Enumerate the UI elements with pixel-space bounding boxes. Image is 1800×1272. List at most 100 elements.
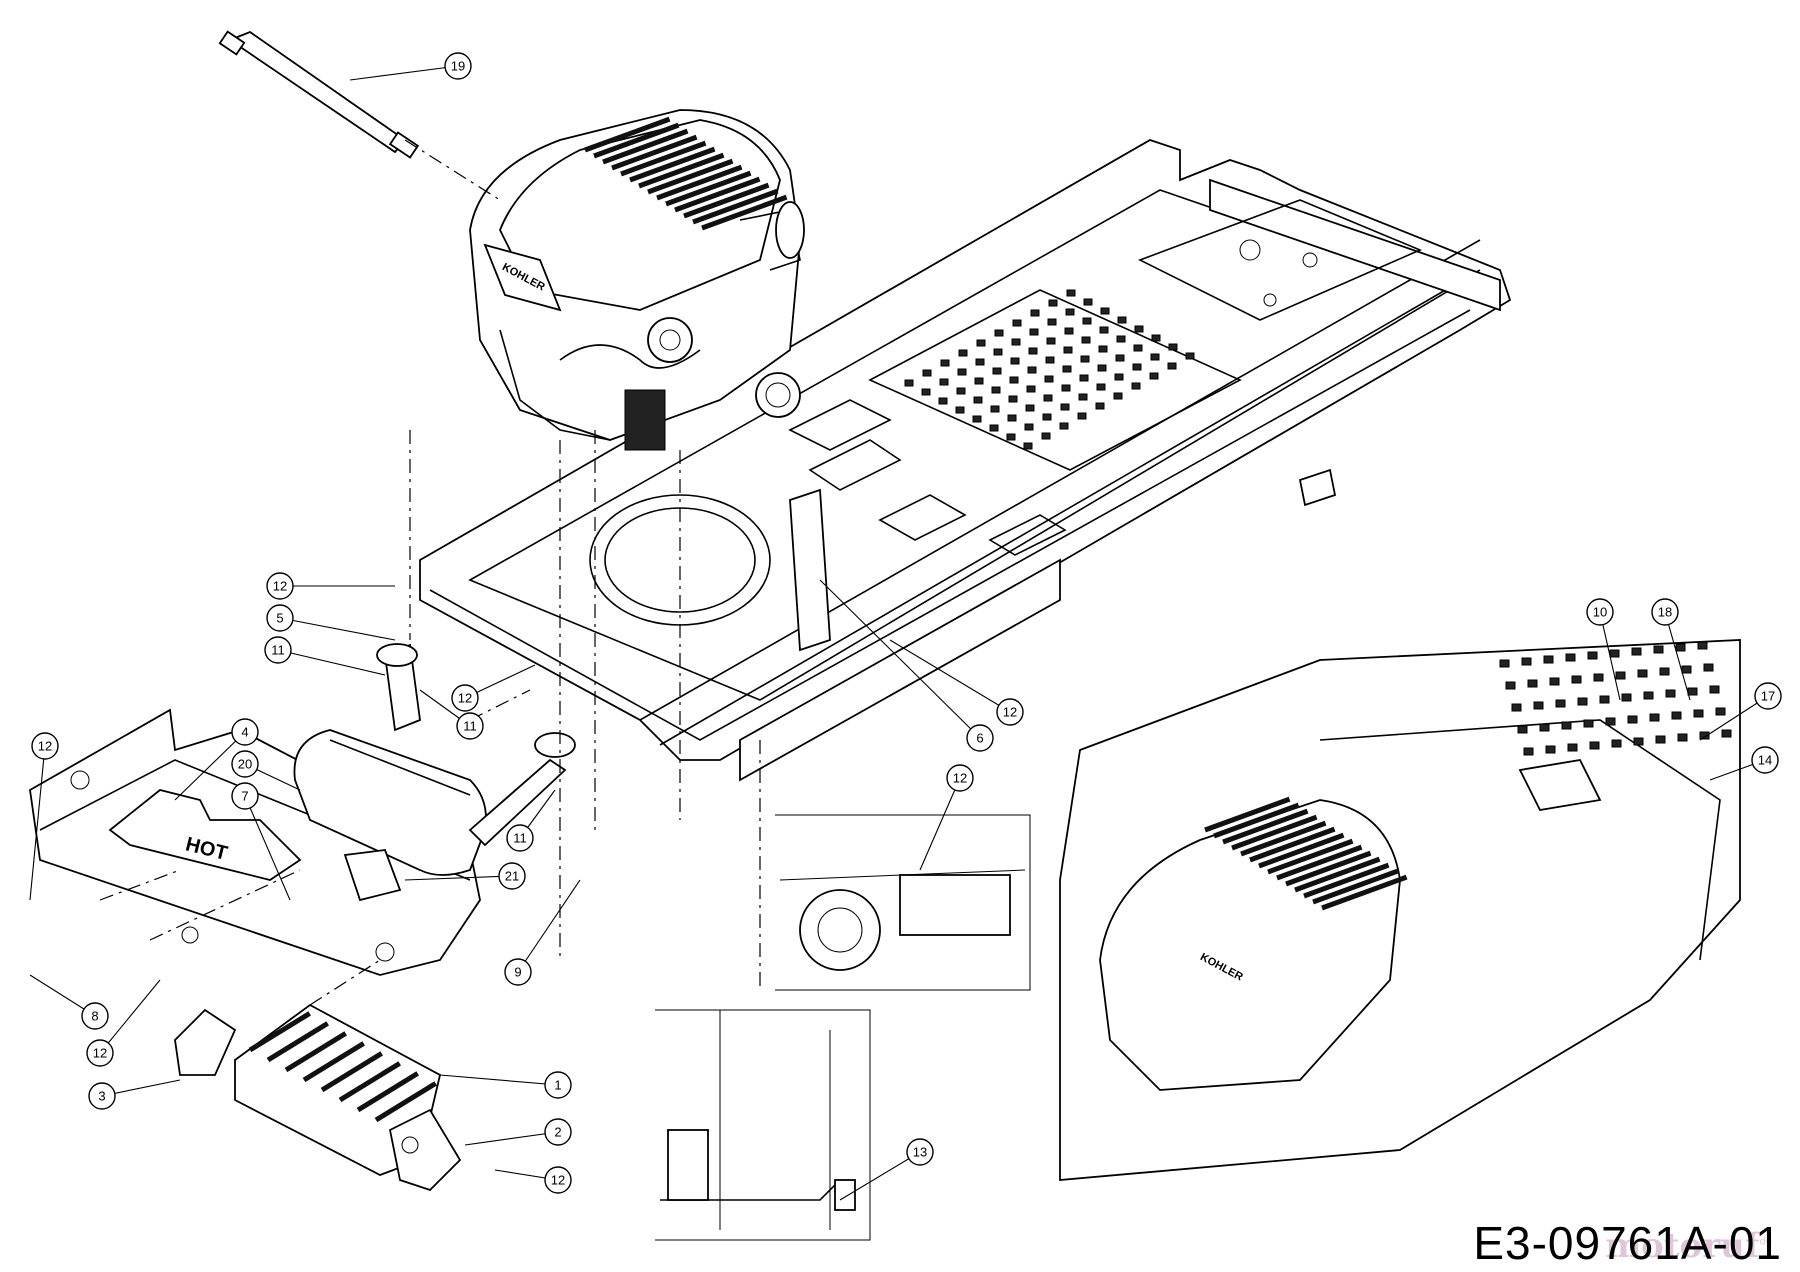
perforation-hole [1080, 355, 1090, 363]
grille-slot [656, 164, 743, 201]
callout-label: 2 [554, 1125, 561, 1140]
callout-leader-line [889, 639, 1011, 713]
perforation-hole [1543, 655, 1554, 664]
grille-slot [611, 134, 698, 171]
perforation-hole [1615, 671, 1626, 680]
callout-leader-line [839, 1151, 921, 1201]
grille-slot [683, 182, 770, 219]
callout-14: 14 [1751, 746, 1779, 774]
callout-12: 12 [266, 572, 294, 600]
perforation-hole [1539, 723, 1550, 732]
inset-engine-grille [1204, 796, 1408, 911]
perforation-hole [1062, 365, 1072, 373]
callout-label: 19 [451, 59, 465, 74]
perforation-hole [991, 386, 1001, 394]
perforation-hole [976, 339, 986, 347]
callout-label: 4 [241, 725, 248, 740]
callout-12: 12 [86, 1039, 114, 1067]
callout-label: 12 [93, 1046, 107, 1061]
perforation-hole [1609, 649, 1620, 658]
callout-leader-line [277, 649, 386, 676]
heat-shield-vents [248, 1011, 437, 1123]
perforation-hole [1709, 685, 1720, 694]
perforation-hole [1655, 735, 1666, 744]
perforation-hole [1589, 741, 1600, 750]
callout-leader-line [29, 745, 46, 901]
perforation-hole [938, 397, 948, 405]
perforation-hole [1029, 328, 1039, 336]
detail-inset-assembled: KOHLER [1059, 639, 1741, 1181]
perforation-hole [1098, 345, 1108, 353]
grille-slot [320, 1051, 383, 1093]
callout-label: 12 [273, 579, 287, 594]
perforation-hole [1631, 647, 1642, 656]
perforation-hole [1621, 693, 1632, 702]
perforation-hole [1653, 645, 1664, 654]
callout-11: 11 [264, 636, 292, 664]
grille-slot [665, 170, 752, 207]
perforation-hole [1633, 737, 1644, 746]
perforation-hole [1096, 383, 1106, 391]
perforation-hole [1699, 731, 1710, 740]
callout-leader-line [99, 979, 161, 1054]
perforation-hole [1079, 374, 1089, 382]
perforation-hole [1082, 317, 1092, 325]
perforation-hole [1023, 442, 1033, 450]
callout-label: 12 [953, 771, 967, 786]
callout-leader-line [279, 617, 396, 641]
perforation-hole [1149, 372, 1159, 380]
callout-8: 8 [81, 1002, 109, 1030]
perforation-hole [1081, 336, 1091, 344]
detail-inset-bolt [775, 814, 1031, 991]
perforation-hole [1521, 657, 1532, 666]
callout-leader-line [819, 579, 981, 739]
perforation-hole [1115, 354, 1125, 362]
callout-label: 14 [1758, 753, 1772, 768]
callout-leader-line [439, 1074, 559, 1086]
perforation-hole [1677, 733, 1688, 742]
grille-slot [1258, 832, 1345, 869]
perforation-hole [1185, 352, 1195, 360]
callout-label: 8 [91, 1009, 98, 1024]
callout-label: 11 [513, 831, 527, 846]
perforation-hole [1012, 319, 1022, 327]
grille-slot [593, 122, 680, 159]
callout-5: 5 [266, 604, 294, 632]
callout-label: 18 [1658, 605, 1672, 620]
callout-17: 17 [1754, 682, 1782, 710]
perforation-hole [922, 369, 932, 377]
perforation-hole [1043, 394, 1053, 402]
heat-shield [174, 1003, 462, 1192]
perforation-hole [904, 379, 914, 387]
perforation-hole [1026, 385, 1036, 393]
perforation-hole [1599, 695, 1610, 704]
perforation-hole [1565, 653, 1576, 662]
perforation-hole [1681, 665, 1692, 674]
perforation-hole [921, 388, 931, 396]
perforation-hole [989, 424, 999, 432]
perforation-hole [974, 377, 984, 385]
callout-2: 2 [544, 1118, 572, 1146]
callout-label: 12 [551, 1173, 565, 1188]
callout-11: 11 [506, 824, 534, 852]
callout-leader-line [919, 777, 961, 871]
callout-label: 12 [1003, 705, 1017, 720]
oil-drain-hose [218, 30, 420, 159]
grille-slot [674, 176, 761, 213]
grille-slot [338, 1061, 401, 1103]
engine-assembly: KOHLER [469, 109, 805, 451]
perforation-hole [955, 406, 965, 414]
perforation-hole [1523, 747, 1534, 756]
perforation-hole [1131, 382, 1141, 390]
perforation-hole [1649, 713, 1660, 722]
grille-slot [1321, 874, 1408, 911]
perforation-hole [1007, 414, 1017, 422]
grille-slot [1312, 868, 1399, 905]
perforation-hole [1571, 675, 1582, 684]
muffler-and-exhaust [293, 643, 576, 902]
callout-label: 21 [505, 869, 519, 884]
callout-7: 7 [231, 782, 259, 810]
perforation-hole [1675, 643, 1686, 652]
perforation-hole [1517, 725, 1528, 734]
perforation-hole [1116, 335, 1126, 343]
